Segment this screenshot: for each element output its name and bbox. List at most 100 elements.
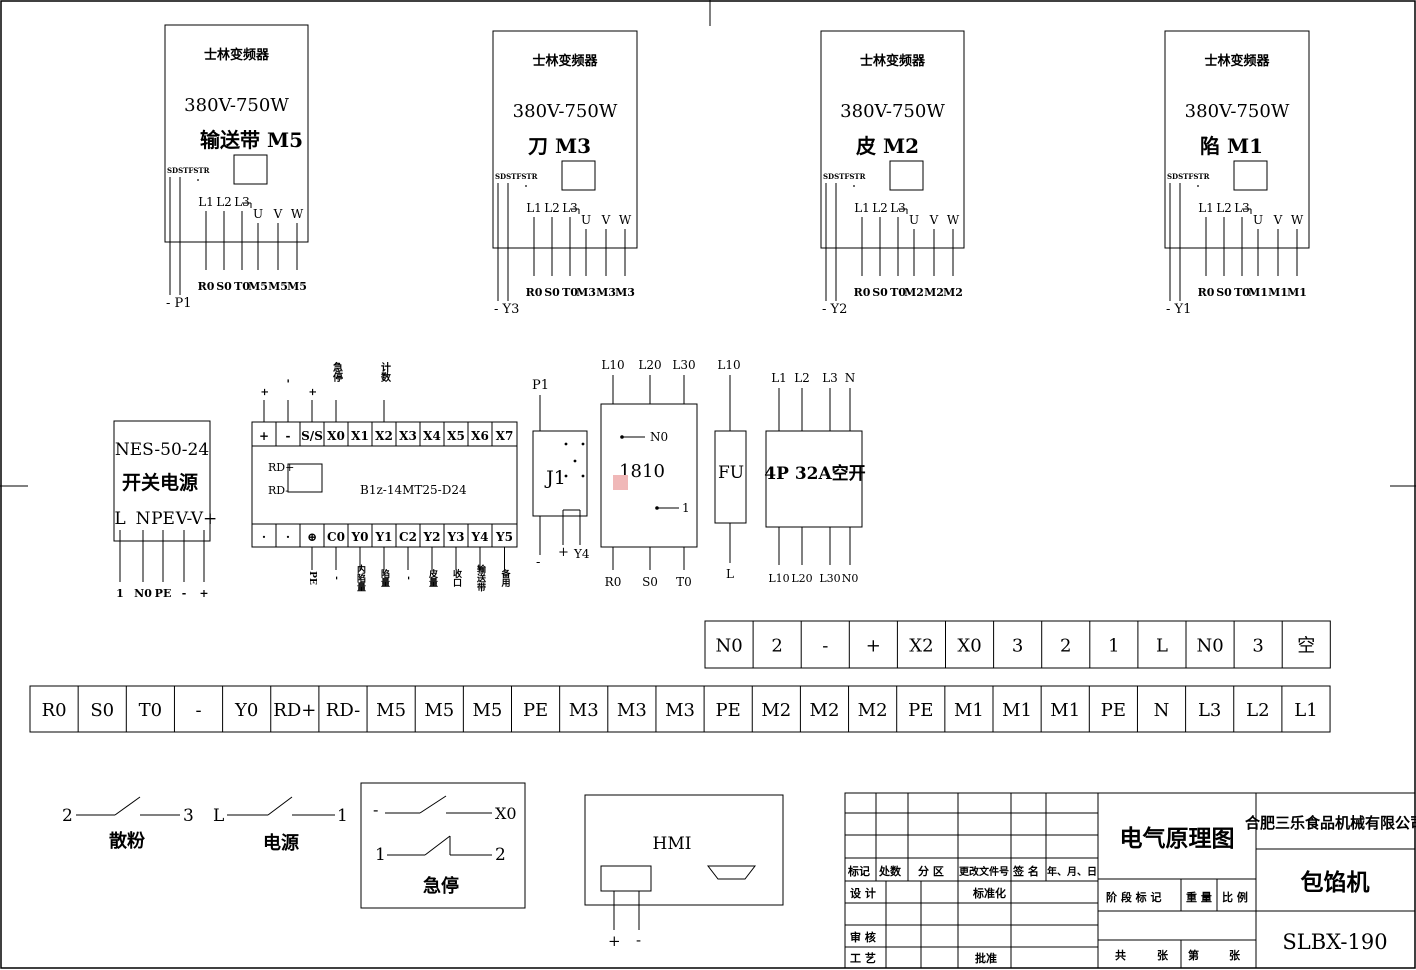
terminal-cell: L2: [1246, 700, 1269, 721]
terminal-cell: M2: [761, 700, 791, 721]
inverter-output-label: M5: [248, 280, 268, 293]
psu-terminal-label: 1: [116, 587, 124, 600]
plc-input-terminal: X5: [447, 429, 465, 443]
inverter-pin-label: L1: [854, 201, 870, 215]
inverter-pin-label: W: [947, 213, 960, 227]
c1810-input-label: L10: [601, 358, 624, 372]
plc-output-note: -: [403, 576, 413, 580]
inverter-pin-label: V: [1273, 213, 1283, 227]
inverter-output-label: M3: [576, 286, 596, 299]
plc-output-note: 收口: [451, 568, 462, 588]
tb-company: 合肥三乐食品机械有限公司: [1244, 814, 1416, 832]
plc-model: B1z-14MT25-D24: [360, 483, 467, 497]
c1810-no-label: N0: [650, 430, 668, 444]
terminal-cell: M1: [1050, 700, 1080, 721]
psu-terminal-label: PE: [155, 587, 172, 600]
plc-output-note: 陷量: [379, 568, 390, 588]
tb-stage-2: 比 例: [1222, 890, 1248, 904]
inverter-output-label: M2: [924, 286, 944, 299]
terminal-cell: N: [1154, 700, 1170, 721]
plc-input-terminal: -: [286, 429, 291, 443]
hmi-panel: HMI + -: [584, 794, 784, 950]
plc-input-terminal: X3: [399, 429, 417, 443]
tb-process: 工 艺: [850, 951, 876, 965]
switch-powder-label: 散粉: [109, 830, 145, 852]
c1810-output-label: S0: [642, 575, 658, 589]
plc-rd-plus: RD+: [268, 461, 294, 474]
plc-input-terminal: S/S: [301, 429, 323, 443]
plc-output-terminal: ⊕: [307, 530, 317, 544]
inverter-brand: 士林变频器: [204, 47, 270, 63]
plc-output-terminal: Y1: [375, 530, 393, 544]
inverter-pin-label: U: [253, 207, 263, 221]
plc-input-terminal: X6: [471, 429, 489, 443]
hmi-name: HMI: [653, 834, 692, 854]
relay-top-label: P1: [532, 378, 549, 393]
plc-input-terminal: X7: [496, 429, 514, 443]
plc-output-note: 备用: [500, 568, 512, 588]
title-block: [844, 792, 1416, 969]
inverter-output-label: M2: [943, 286, 963, 299]
inverter-pin-label: V: [601, 213, 611, 227]
terminal-cell: 空: [1297, 636, 1315, 657]
hmi-pin-plus: +: [608, 932, 621, 950]
inverter-pin-label: L3: [890, 201, 906, 215]
emergency-stop: - X0 1 2 急停: [360, 782, 526, 909]
inverter-pin-label: L2: [1216, 201, 1232, 215]
inverter-output-label: T0: [234, 280, 250, 293]
inverter-box: [820, 30, 965, 249]
breaker-input-label: L3: [822, 371, 838, 385]
c1810-output-label: T0: [676, 575, 692, 589]
relay-pin-minus: -: [536, 555, 540, 570]
plc-output-note: -: [331, 576, 341, 580]
relay-pin-y4: Y4: [573, 547, 590, 561]
inverter-ctrl-label: SDSTFSTR: [495, 172, 538, 181]
switch-power-label: 电源: [263, 832, 299, 854]
breaker-input-label: L1: [771, 371, 787, 385]
inverter-signal-label: - Y1: [1166, 302, 1191, 317]
terminal-cell: X0: [957, 636, 981, 657]
tb-product: 包馅机: [1301, 869, 1370, 896]
inverter-display: [889, 160, 924, 191]
terminal-cell: PE: [523, 700, 548, 721]
tb-header-1: 处数: [878, 864, 902, 878]
terminal-cell: M3: [665, 700, 695, 721]
breaker-output-label: N0: [842, 572, 859, 585]
switch-power-right: 1: [337, 806, 348, 826]
switch-power-left: L: [213, 806, 224, 826]
terminal-cell: PE: [716, 700, 741, 721]
plc-input-note: +: [307, 388, 318, 396]
inverter-output-label: T0: [1234, 286, 1250, 299]
psu-pin-label: V-: [175, 509, 192, 529]
plc-input-note: +: [259, 388, 270, 396]
inverter-name: 皮 M2: [856, 134, 919, 158]
estop-row1-right: X0: [495, 804, 517, 823]
plc-output-terminal: Y3: [447, 530, 465, 544]
tb-review: 审 核: [850, 930, 876, 944]
inverter-signal-label: - P1: [166, 296, 192, 311]
terminal-cell: RD-: [326, 700, 360, 721]
inverter-output-label: M3: [596, 286, 616, 299]
terminal-cell: L3: [1198, 700, 1221, 721]
terminal-cell: M2: [810, 700, 840, 721]
switch-powder-left: 2: [62, 806, 73, 826]
breaker-output-label: L20: [791, 572, 812, 585]
plc-input-terminal: +: [259, 429, 269, 443]
terminal-cell: T0: [139, 700, 162, 721]
terminal-cell: X2: [909, 636, 933, 657]
plc-input-note: 计数: [379, 361, 391, 383]
tb-header-3: 更改文件号: [959, 865, 1009, 878]
terminal-cell: R0: [42, 700, 67, 721]
terminal-cell: S0: [90, 700, 114, 721]
plc-output-terminal: Y4: [471, 530, 489, 544]
tb-header-0: 标记: [847, 864, 870, 878]
plc-input-terminal: X0: [327, 429, 345, 443]
inverter-brand: 士林变频器: [532, 53, 598, 69]
inverter-display: [233, 154, 268, 185]
